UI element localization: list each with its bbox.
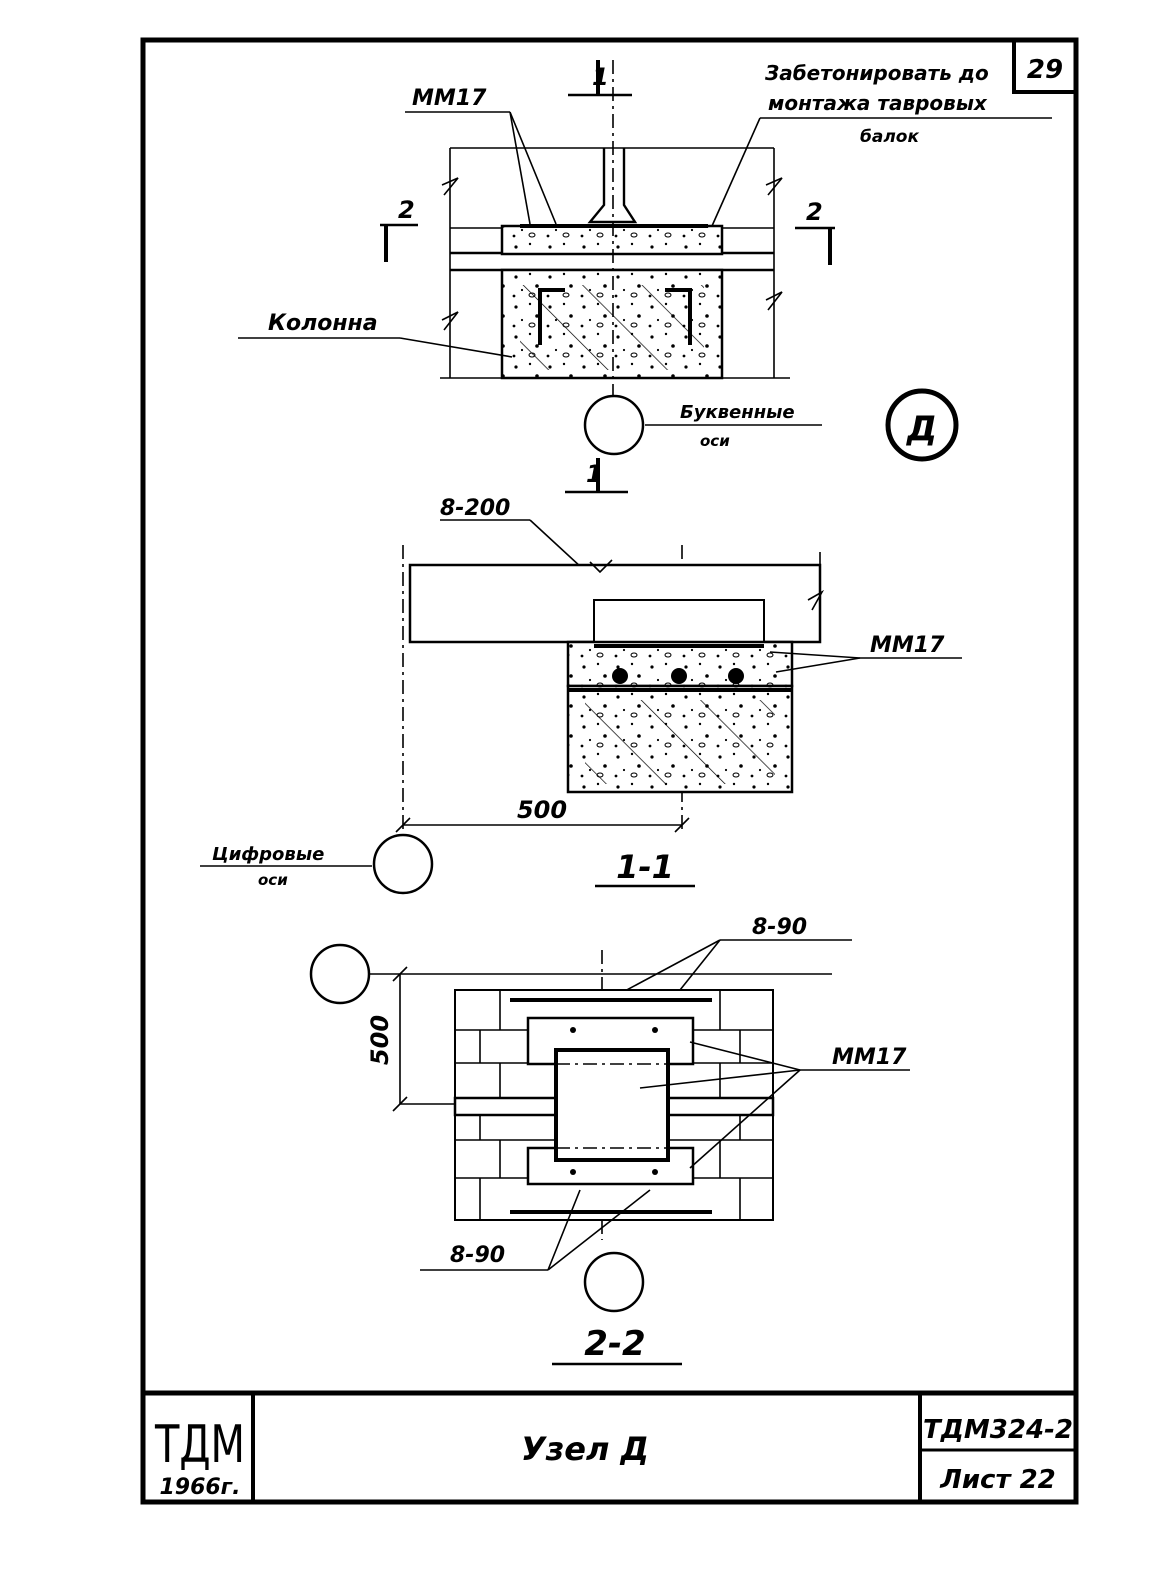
letter-axes-line-1: Буквенные	[680, 402, 795, 423]
node-marker-letter: Д	[906, 409, 937, 449]
sheet-label: Лист 22	[939, 1465, 1056, 1495]
s2-mm17-label: ММ17	[832, 1045, 907, 1070]
sheet-number-box	[1012, 38, 1078, 94]
axis-circle-digit	[372, 833, 434, 895]
section-mark-1-top: 1	[592, 63, 609, 91]
weld-8-90-top-label: 8-90	[752, 915, 807, 940]
top-view: Забетонировать до монтажа тавровых балок…	[238, 60, 1052, 494]
note-line-2: монтажа тавровых	[768, 91, 988, 115]
s1-mm17-label: ММ17	[870, 633, 945, 658]
node-marker	[885, 388, 959, 462]
axis-circle-2-2-bottom	[583, 1251, 645, 1313]
letter-axes-line-2: оси	[700, 432, 730, 450]
digit-axes-line-1: Цифровые	[212, 844, 324, 865]
title-logo: ТДМ	[154, 1415, 245, 1475]
s1-dimension: 500	[517, 796, 567, 824]
note-line-1: Забетонировать до	[764, 61, 989, 85]
title-block: ТДМ 1966г. Узел Д ТДМ324-2 Лист 22	[143, 1390, 1076, 1502]
title-year: 1966г.	[159, 1475, 240, 1500]
section-2-2: 8-90 500	[309, 915, 910, 1366]
digit-axes-line-2: оси	[258, 871, 288, 889]
sheet-frame	[140, 37, 1079, 1505]
axis-circle-2-2-left	[309, 943, 371, 1005]
section-mark-2-left: 2	[398, 196, 415, 224]
drawing-code: ТДМ324-2	[923, 1415, 1073, 1445]
section-2-2-title: 2-2	[584, 1324, 645, 1364]
axis-circle-letter	[583, 394, 645, 456]
note-line-3: балок	[860, 127, 919, 147]
column-label: Колонна	[268, 311, 378, 336]
section-1-1: 8-200 ММ17 500 Цифровые	[200, 496, 962, 895]
drawing-title: Узел Д	[521, 1430, 649, 1468]
top-mm17-label: ММ17	[412, 86, 487, 111]
weld-8-90-bottom-label: 8-90	[450, 1243, 505, 1268]
s2-dimension: 500	[366, 1015, 394, 1065]
section-1-1-title: 1-1	[616, 848, 674, 886]
sheet-number: 29	[1027, 55, 1063, 85]
section-mark-1-bottom: 1	[586, 460, 603, 488]
weld-8-200-label: 8-200	[440, 496, 510, 521]
section-mark-2-right: 2	[806, 198, 823, 226]
